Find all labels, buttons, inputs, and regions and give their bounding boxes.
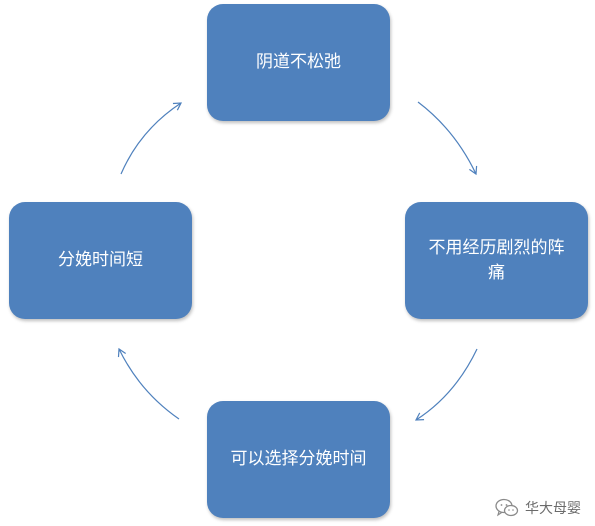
- watermark-text: 华大母婴: [525, 501, 581, 517]
- arrow-n2-to-n3: [414, 348, 478, 421]
- node-label: 可以选择分娩时间: [230, 449, 367, 469]
- node-vagina-not-loose: 阴道不松弛: [207, 4, 390, 121]
- node-choose-delivery-time: 可以选择分娩时间: [207, 401, 390, 518]
- wechat-icon: [495, 498, 519, 517]
- arrow-n1-to-n2: [417, 101, 478, 176]
- node-label: 阴道不松弛: [256, 52, 341, 72]
- node-no-severe-labor-pain: 不用经历剧烈的阵痛: [405, 202, 588, 319]
- node-label: 分娩时间短: [58, 250, 143, 270]
- watermark: 华大母婴: [495, 498, 581, 518]
- arrow-n4-to-n1: [120, 102, 183, 175]
- node-label: 不用经历剧烈的阵痛: [428, 237, 565, 283]
- node-short-delivery-time: 分娩时间短: [9, 202, 192, 319]
- arrow-n3-to-n4: [117, 347, 180, 420]
